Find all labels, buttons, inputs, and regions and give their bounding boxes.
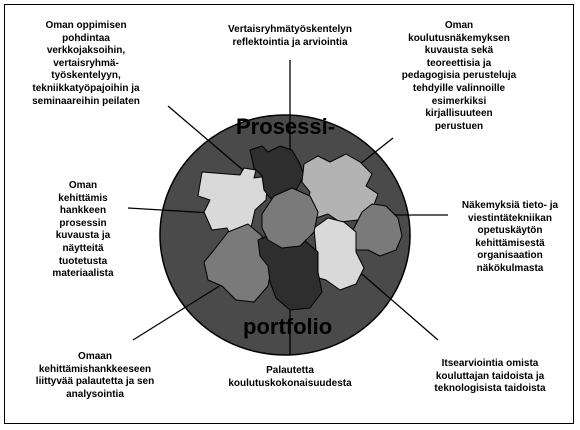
diagram-frame (4, 4, 574, 424)
diagram-title-top: Prosessi- (236, 114, 336, 139)
diagram-title-bottom: portfolio (243, 314, 333, 339)
puzzle-piece-mid-center (261, 187, 319, 249)
puzzle-piece-dark-top (249, 145, 305, 201)
connector-line-top-left (167, 105, 251, 177)
label-top-right: Oman koulutusnäkemyksen kuvausta sekä te… (401, 20, 517, 132)
puzzle-piece-light-left (197, 167, 269, 239)
label-bottom-center: Palautetta koulutuskokonaisuudesta (228, 365, 352, 389)
puzzle-piece-mid-left (203, 223, 273, 303)
label-mid-right: Näkemyksiä tieto- ja viestintätekniikan … (461, 200, 559, 274)
connector-line-bottom-right (354, 267, 439, 341)
label-bottom-right: Itsearviointia omista kouluttajan taidoi… (434, 358, 546, 395)
label-top-center: Vertaisryhmätyöskentelyn reflektointia j… (228, 24, 352, 48)
label-bottom-left: Omaan kehittämishankkeeseen liittyvää pa… (35, 351, 155, 400)
label-top-left: Oman oppimisen pohdintaa verkkojaksoihin… (32, 20, 140, 107)
label-mid-left: Oman kehittämis hankkeen prosessin kuvau… (52, 180, 114, 280)
